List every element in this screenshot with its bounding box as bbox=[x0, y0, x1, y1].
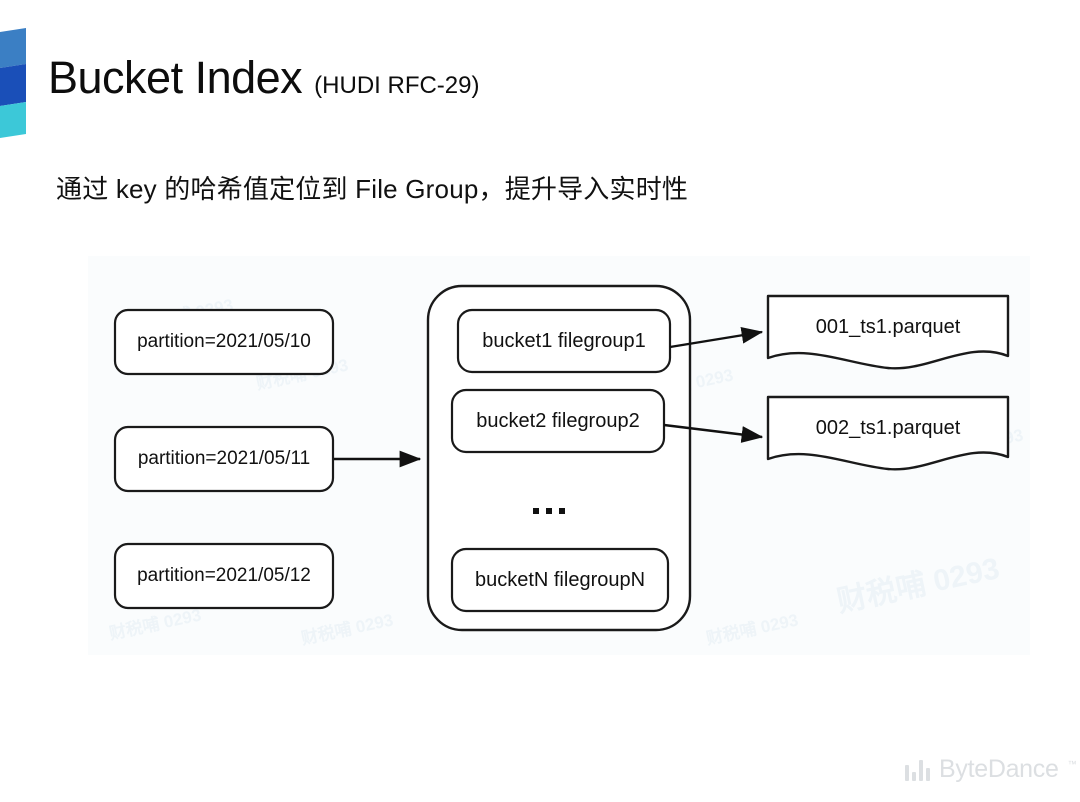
partition-label: partition=2021/05/12 bbox=[137, 565, 311, 586]
bytedance-brand-logo: ByteDance ™ bbox=[905, 757, 1077, 782]
title-subtitle-text: (HUDI RFC-29) bbox=[314, 72, 480, 99]
partition-label: partition=2021/05/10 bbox=[137, 331, 311, 352]
page-title: Bucket Index (HUDI RFC-29) bbox=[48, 55, 479, 100]
partition-label: partition=2021/05/11 bbox=[137, 448, 311, 469]
brand-chevron-mark-icon bbox=[0, 28, 26, 138]
bucket-label: bucketN filegroupN bbox=[474, 569, 646, 591]
trademark-symbol: ™ bbox=[1067, 759, 1077, 769]
bucket-label: bucket2 filegroup2 bbox=[476, 410, 640, 432]
bucket-label: bucket1 filegroup1 bbox=[482, 330, 646, 352]
parquet-file-label: 001_ts1.parquet bbox=[815, 316, 961, 338]
brand-name-text: ByteDance bbox=[939, 755, 1059, 783]
bar-chart-icon bbox=[905, 759, 930, 781]
lead-description-text: 通过 key 的哈希值定位到 File Group，提升导入实时性 bbox=[56, 174, 689, 204]
title-main-text: Bucket Index bbox=[48, 52, 303, 103]
parquet-file-label: 002_ts1.parquet bbox=[815, 417, 961, 439]
